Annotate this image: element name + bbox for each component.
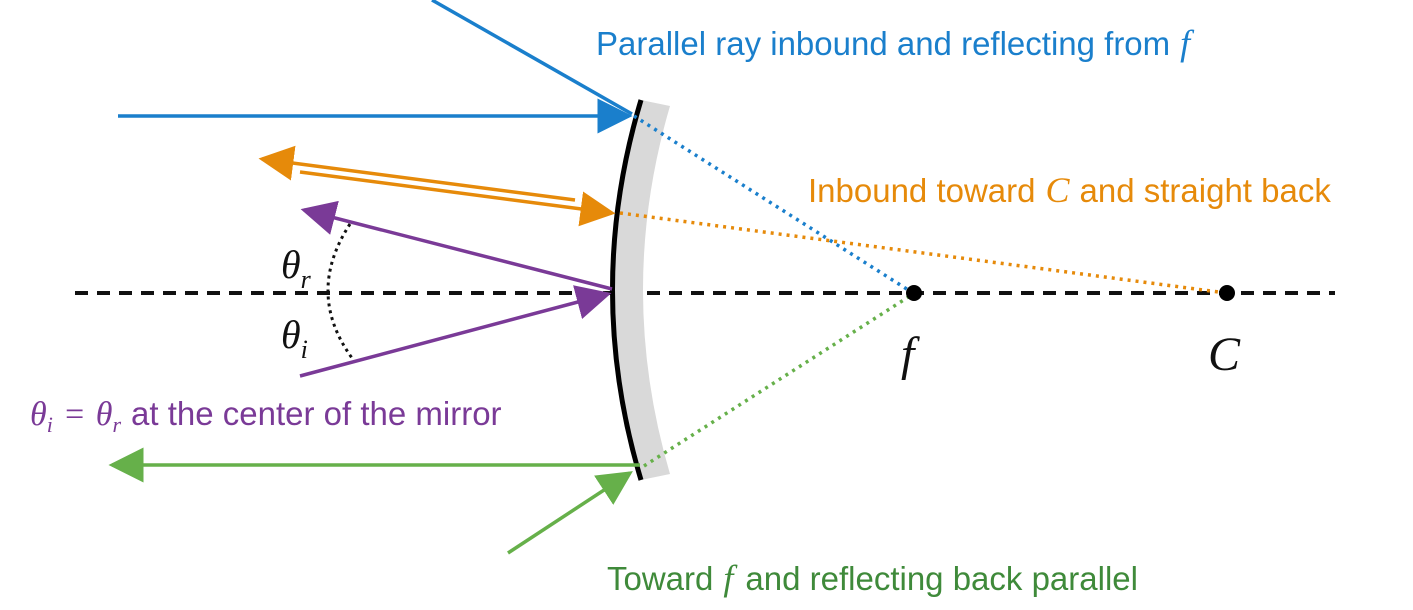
angle-arc bbox=[326, 223, 354, 359]
center-point-dot bbox=[1219, 285, 1235, 301]
theta-r-label: θr bbox=[281, 242, 312, 294]
blue-reflected-ray bbox=[431, 0, 633, 116]
focal-point-dot bbox=[906, 285, 922, 301]
green-incoming-ray bbox=[507, 471, 633, 555]
purple-incident-ray bbox=[299, 285, 612, 378]
focal-point-label: f bbox=[901, 328, 920, 381]
concave-mirror bbox=[610, 99, 644, 481]
theta-i-label: θi bbox=[281, 312, 308, 364]
green-extension-dotted bbox=[643, 292, 914, 468]
mirror-backing bbox=[612, 100, 670, 480]
blue-ray-label: Parallel ray inbound and reflecting from… bbox=[596, 23, 1195, 63]
center-point-label: C bbox=[1208, 328, 1241, 381]
orange-extension-dotted bbox=[619, 211, 1227, 295]
purple-reflected-ray bbox=[300, 200, 613, 291]
orange-incoming-ray bbox=[299, 170, 616, 227]
orange-reflected-ray bbox=[258, 145, 576, 202]
